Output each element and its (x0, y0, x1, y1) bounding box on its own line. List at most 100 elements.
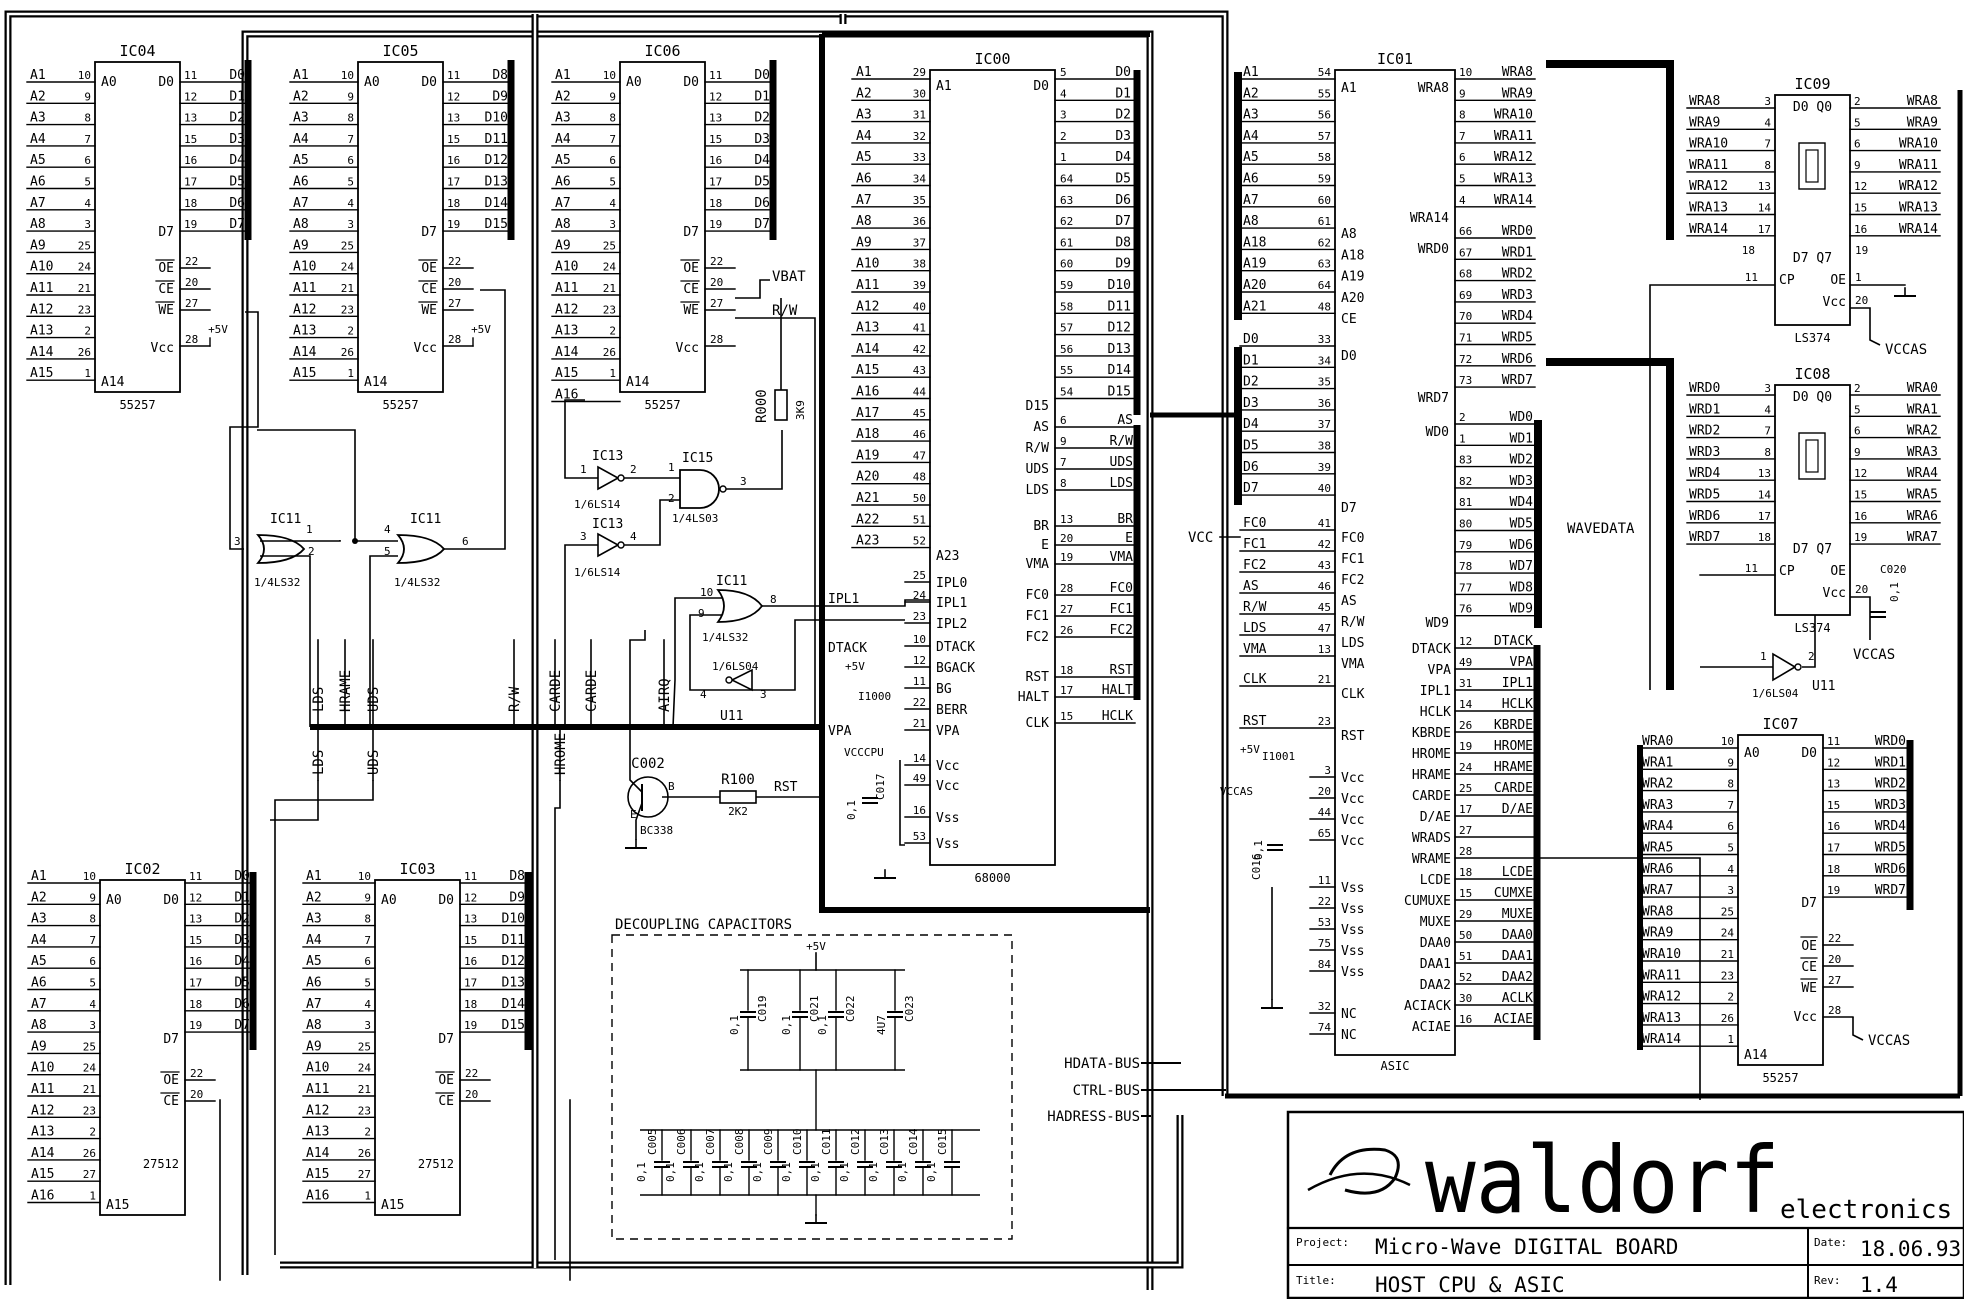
pin-name: E (1041, 538, 1049, 553)
pin-name: CE (1341, 312, 1357, 327)
pin-name: A10 (31, 1061, 54, 1076)
pin-number: 1 (1727, 1033, 1734, 1046)
pin-number: 33 (1318, 333, 1331, 346)
pin-name: A4 (555, 132, 571, 147)
pin-number: 13 (447, 112, 460, 125)
pin-number: 25 (83, 1040, 96, 1053)
pin-number: 27 (83, 1168, 96, 1181)
pin-number: 12 (1827, 756, 1840, 769)
pin-number: 58 (1318, 151, 1331, 164)
pin-name: A0 (381, 893, 397, 908)
pin-name: A4 (1243, 129, 1259, 144)
pin-number: 5 (384, 545, 391, 558)
pin-name: HROME (1412, 747, 1451, 762)
pin-name: FC1 (1243, 537, 1266, 552)
pin-name: A9 (30, 238, 46, 253)
r-ref: I1001 (1262, 750, 1295, 763)
cap-ref: C007 (704, 1129, 717, 1156)
pin-name: D13 (1108, 342, 1131, 357)
pin-name: AS (1117, 413, 1133, 428)
pin-number: 63 (1060, 194, 1073, 207)
pin-name: D7 (754, 217, 770, 232)
cap-ref: C014 (907, 1128, 920, 1155)
pin-name: A2 (1243, 86, 1259, 101)
pin-number: 26 (78, 346, 91, 359)
pin-name: D7 (229, 217, 245, 232)
pin-number: 18 (1827, 863, 1840, 876)
pin-name: D15 (485, 217, 508, 232)
pin-name: WRD3 (1502, 288, 1533, 303)
pin-name: D1 (1115, 86, 1131, 101)
pin-number: 25 (1721, 905, 1734, 918)
nand-bubble (719, 485, 727, 493)
pin-number: 3 (740, 475, 747, 488)
pin-name: CUMUXE (1404, 894, 1451, 909)
pin-number: 20 (465, 1088, 478, 1101)
pin-name: A13 (293, 324, 316, 339)
pin-name: D7 Q7 (1793, 542, 1832, 557)
pin-name: A10 (306, 1061, 329, 1076)
address-bus-inner (241, 30, 1154, 1290)
pin-name: WRA8 (1418, 81, 1449, 96)
pin-number: 26 (341, 346, 354, 359)
pin-name: A7 (31, 997, 47, 1012)
pin-name: WD2 (1510, 453, 1533, 468)
pin-number: 28 (1459, 845, 1472, 858)
inverter-bubble (725, 676, 733, 684)
ic11a-gate-shape (256, 534, 306, 564)
c017-symbol (862, 797, 878, 804)
pin-number: 4 (89, 998, 96, 1011)
latch-symbol-inner (1805, 149, 1819, 183)
pin-name: D/AE (1420, 810, 1451, 825)
supply-label: +5V (471, 323, 491, 336)
pin-number: 2 (1459, 411, 1466, 424)
pin-name: A12 (31, 1103, 54, 1118)
pin-number: 28 (185, 333, 198, 346)
pin-name: WRD7 (1502, 373, 1533, 388)
pin-name: WRD1 (1689, 402, 1720, 417)
cap-val: 0,1 (1252, 840, 1265, 860)
part-number: 1/4LS03 (672, 512, 718, 525)
cap-val: 0,1 (780, 1162, 793, 1182)
part-number: 55257 (382, 398, 418, 412)
wire (629, 630, 646, 647)
pin-number: 16 (184, 154, 197, 167)
pin-name: ACIAE (1494, 1012, 1533, 1027)
pin-name: WD8 (1510, 580, 1533, 595)
pin-name: WRA13 (1689, 201, 1728, 216)
pin-number: 4 (347, 197, 354, 210)
bus-double-core (280, 1115, 1182, 1267)
pin-name: CE (1801, 960, 1817, 975)
pin-name: A9 (293, 238, 309, 253)
pin-name: WRA5 (1907, 488, 1938, 503)
part-number: 1/4LS32 (254, 576, 300, 589)
pin-number: 29 (1459, 908, 1472, 921)
pin-number: 8 (1727, 778, 1734, 791)
pin-number: 75 (1318, 937, 1331, 950)
pin-number: 17 (1459, 803, 1472, 816)
wire (260, 555, 311, 727)
pin-name: WRA11 (1642, 968, 1681, 983)
pin-name: RST (1243, 714, 1267, 729)
pin-name: D7 (1115, 214, 1131, 229)
vcccpu-label: VCCCPU (844, 746, 884, 759)
pin-number: 68 (1459, 268, 1472, 281)
ic03-ref: IC03 (399, 860, 435, 878)
supply-label: +5V (1240, 743, 1260, 756)
pin-name: A5 (293, 153, 309, 168)
pin-name: FC0 (1110, 581, 1133, 596)
pin-number: 31 (913, 109, 926, 122)
pin-name: D3 (754, 132, 770, 147)
pin-number: 64 (1060, 173, 1074, 186)
pin-name: A1 (1243, 65, 1259, 80)
pin-name: WRD5 (1502, 331, 1533, 346)
pin-name: VMA (1110, 550, 1134, 565)
pin-number: 18 (189, 998, 202, 1011)
pin-number: 5 (609, 176, 616, 189)
pin-number: 9 (1459, 87, 1466, 100)
pin-number: 25 (1459, 782, 1472, 795)
cap-symbol (887, 1011, 903, 1018)
pin-name: WRA10 (1494, 108, 1533, 123)
pin-name: A8 (30, 217, 46, 232)
